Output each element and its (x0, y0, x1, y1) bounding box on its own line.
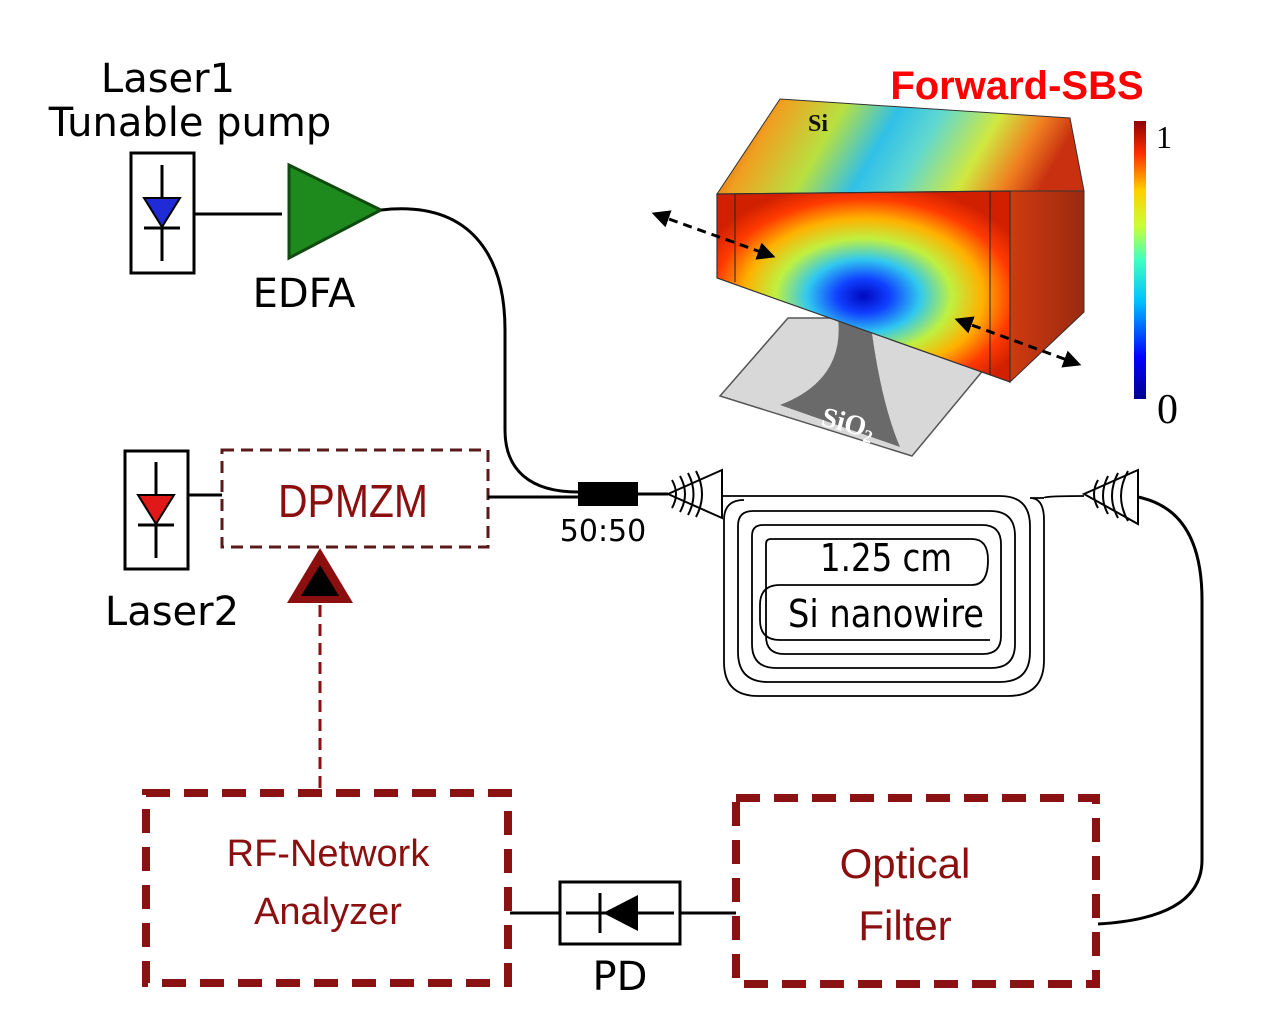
displacement-arrow-left-icon (651, 210, 776, 260)
grating-coupler-right-icon (1081, 468, 1139, 526)
dpmzm-label: DPMZM (278, 475, 428, 527)
rf-analyzer-label-line1: RF-Network (227, 833, 431, 875)
edfa-amplifier-icon (287, 162, 385, 261)
colorbar-min-label: 0 (1157, 387, 1178, 433)
photodiode-icon (558, 880, 682, 946)
nanowire-type-label: Si nanowire (788, 592, 984, 636)
colorbar (1134, 121, 1146, 399)
waveguide-mode-profile: SiO 2 Si (651, 98, 1085, 457)
displacement-arrow-right-icon (954, 316, 1082, 368)
edfa-label: EDFA (253, 271, 356, 317)
rf-analyzer-box (142, 789, 512, 987)
chip-filter-fiber (1097, 495, 1204, 926)
laser1-diode-icon (129, 151, 196, 275)
pd-label: PD (593, 954, 648, 1000)
si-nanowire-spiral (722, 495, 1085, 697)
colorbar-max-label: 1 (1156, 119, 1172, 155)
optical-filter-box (732, 794, 1100, 988)
laser2-diode-icon (123, 449, 190, 571)
laser1-label-line2: Tunable pump (48, 100, 332, 146)
optical-filter-label-line1: Optical (840, 840, 971, 887)
si-label: Si (808, 111, 828, 137)
laser1-label-line1: Laser1 (101, 56, 235, 102)
nanowire-length-label: 1.25 cm (820, 536, 952, 580)
inset-title: Forward-SBS (890, 64, 1143, 108)
grating-coupler-left-icon (665, 468, 723, 520)
rf-analyzer-label-line2: Analyzer (254, 891, 402, 933)
coupler-icon (578, 482, 638, 506)
optical-filter-label-line2: Filter (858, 902, 951, 949)
coupler-label: 50:50 (560, 514, 646, 549)
laser2-label: Laser2 (105, 589, 239, 635)
edfa-coupler-fiber (380, 207, 579, 494)
